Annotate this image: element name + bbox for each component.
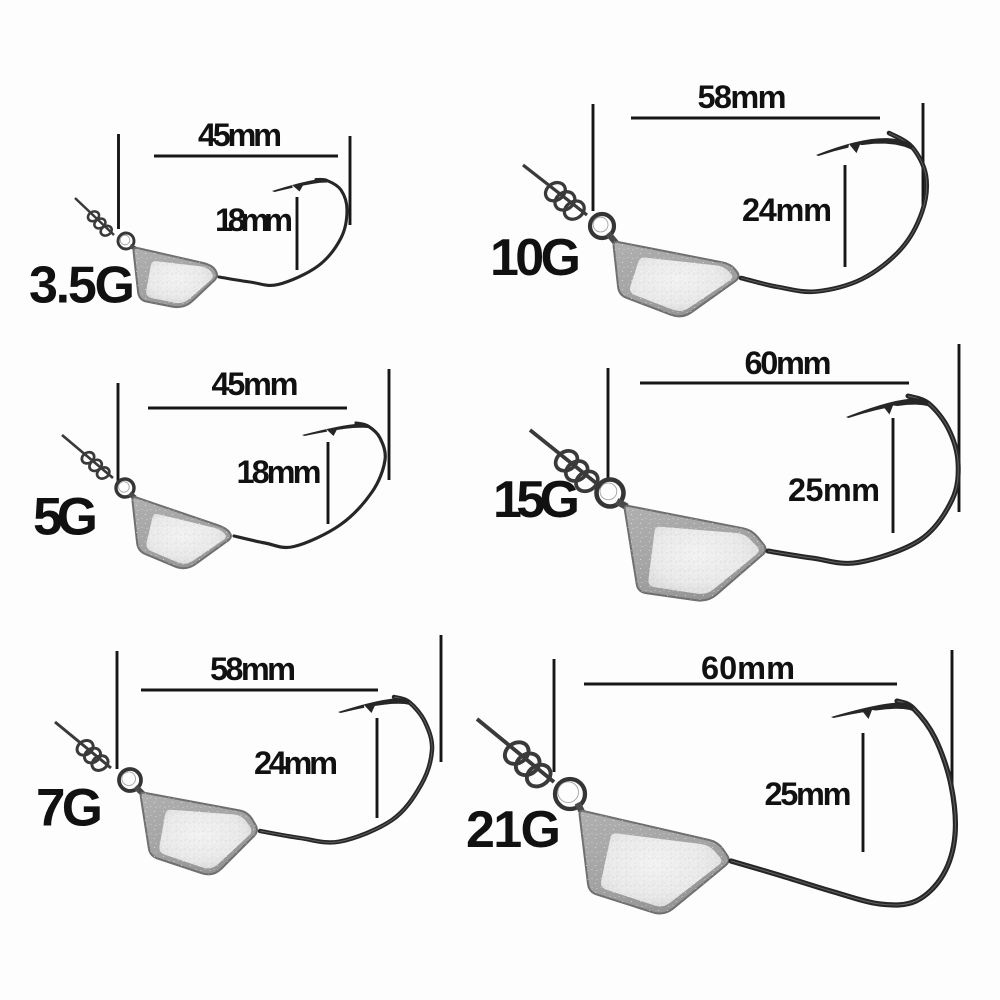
svg-text:18mm: 18mm xyxy=(215,202,293,238)
svg-text:25mm: 25mm xyxy=(788,472,880,508)
svg-text:15G: 15G xyxy=(493,471,580,529)
svg-text:24mm: 24mm xyxy=(742,192,832,228)
svg-text:25mm: 25mm xyxy=(765,776,852,812)
svg-text:24mm: 24mm xyxy=(254,745,338,781)
svg-text:5G: 5G xyxy=(33,488,98,547)
svg-text:18mm: 18mm xyxy=(237,454,322,490)
svg-text:45mm: 45mm xyxy=(212,366,299,402)
svg-text:21G: 21G xyxy=(466,801,561,859)
svg-text:7G: 7G xyxy=(36,779,103,838)
svg-text:3.5G: 3.5G xyxy=(29,257,135,315)
svg-text:58mm: 58mm xyxy=(698,79,787,115)
svg-text:45mm: 45mm xyxy=(198,117,282,153)
svg-text:60mm: 60mm xyxy=(745,345,832,381)
svg-text:60mm: 60mm xyxy=(701,650,795,686)
svg-text:10G: 10G xyxy=(490,229,581,287)
svg-text:58mm: 58mm xyxy=(210,651,296,687)
